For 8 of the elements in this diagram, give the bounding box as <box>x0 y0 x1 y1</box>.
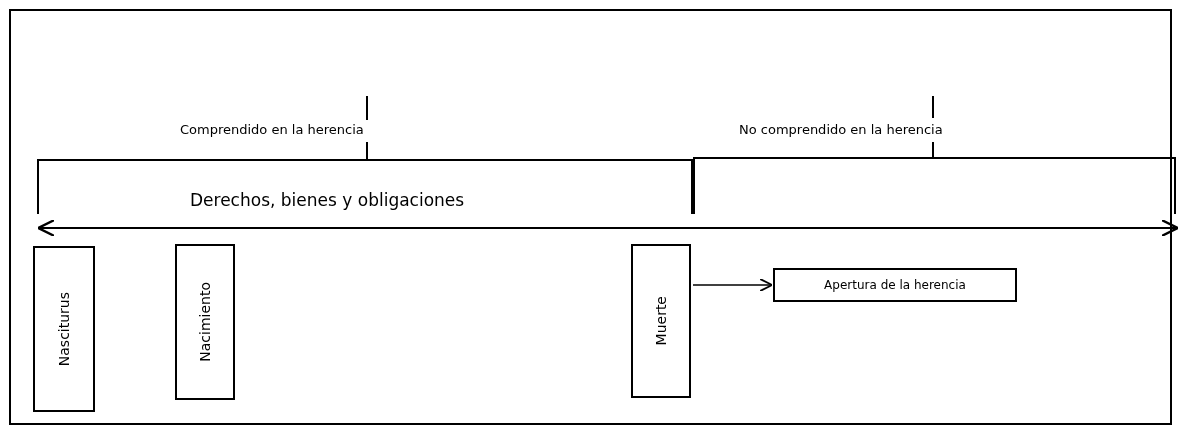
event-box: Muerte <box>631 244 691 398</box>
event-box: Apertura de la herencia <box>773 268 1017 302</box>
event-box: Nasciturus <box>33 246 95 412</box>
bracket-label: Comprendido en la herencia <box>180 122 364 137</box>
span-label: Derechos, bienes y obligaciones <box>190 190 465 210</box>
bracket-label: No comprendido en la herencia <box>739 122 943 137</box>
event-box: Nacimiento <box>175 244 235 400</box>
arrow <box>692 278 774 292</box>
